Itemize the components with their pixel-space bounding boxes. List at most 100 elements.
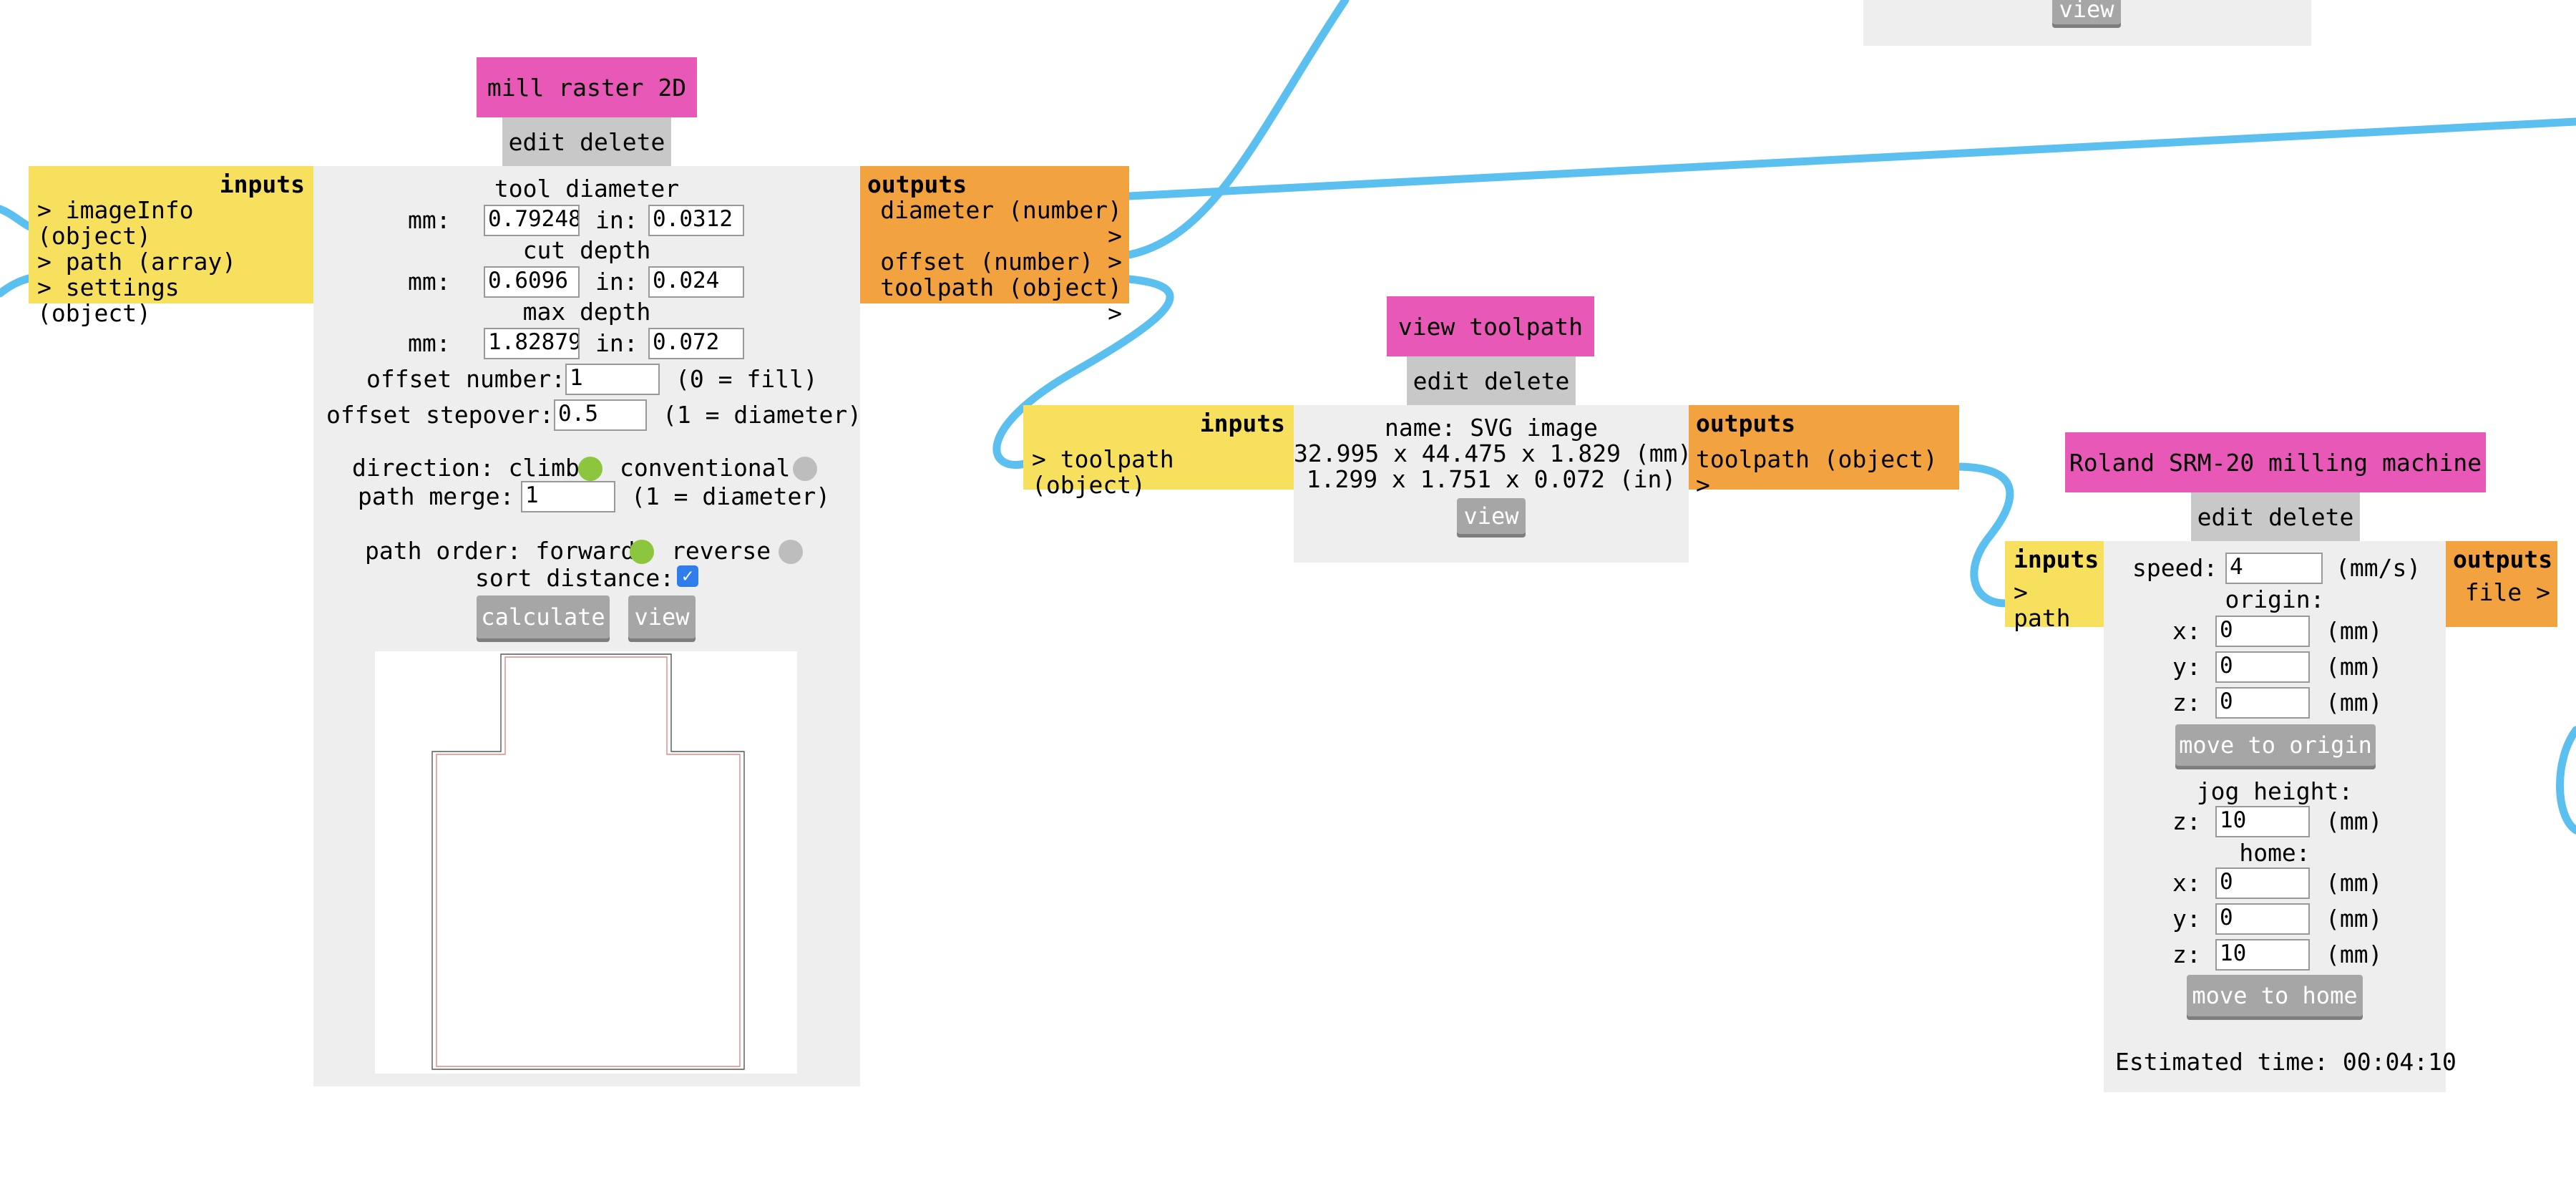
- direction-label: direction: climb: [352, 454, 580, 482]
- move-to-origin-button[interactable]: move to origin: [2175, 724, 2376, 766]
- conventional-radio[interactable]: [793, 457, 817, 481]
- top-view-button[interactable]: view: [2052, 0, 2121, 24]
- cut-depth-label: cut depth: [522, 236, 651, 264]
- wire-diameter-right: [1125, 117, 2576, 200]
- mill-outputs: outputs diameter (number) > offset (numb…: [860, 166, 1129, 326]
- wire-to-settings: [0, 273, 36, 298]
- cut-depth-mm-input[interactable]: 0.6096: [484, 266, 580, 298]
- home-y-unit: (mm): [2326, 905, 2383, 933]
- path-order-label: path order: forward: [365, 537, 635, 565]
- cut-depth-in-input[interactable]: 0.024: [648, 266, 744, 298]
- home-z-input[interactable]: 10: [2215, 939, 2310, 971]
- viewtp-output-toolpath[interactable]: toolpath (object) >: [1696, 445, 1938, 499]
- origin-x-input[interactable]: 0: [2215, 616, 2310, 647]
- forward-radio[interactable]: [630, 540, 654, 564]
- climb-radio[interactable]: [578, 457, 602, 481]
- viewtp-input-toolpath[interactable]: > toolpath (object): [1032, 445, 1174, 499]
- sort-distance-checkbox[interactable]: ✓: [677, 565, 698, 587]
- offset-stepover-input[interactable]: 0.5: [554, 399, 647, 431]
- reverse-radio[interactable]: [779, 540, 803, 564]
- max-depth-mm-input[interactable]: 1.82879: [484, 328, 580, 359]
- max-in-label: in:: [595, 329, 638, 357]
- viewtp-panel: name: SVG image 32.995 x 44.475 x 1.829 …: [1294, 405, 1692, 563]
- roland-inputs: inputs > path: [2005, 541, 2104, 631]
- conventional-label: conventional: [620, 454, 791, 482]
- max-mm-label: mm:: [408, 329, 451, 357]
- wire-file-out: [2556, 726, 2576, 835]
- roland-output-file[interactable]: file >: [2464, 578, 2550, 606]
- estimated-time: Estimated time: 00:04:10: [2115, 1048, 2457, 1076]
- mill-output-offset[interactable]: offset (number) >: [880, 248, 1122, 276]
- mill-panel: tool diameter mm: 0.79248 in: 0.0312 cut…: [313, 166, 862, 1086]
- viewtp-inputs-label: inputs: [1199, 409, 1285, 437]
- viewtp-in-line: 1.299 x 1.751 x 0.072 (in): [1306, 465, 1677, 493]
- mill-delete-button[interactable]: delete: [580, 127, 665, 156]
- mill-output-diameter[interactable]: diameter (number) >: [880, 196, 1122, 250]
- roland-title[interactable]: Roland SRM-20 milling machine: [2065, 432, 2486, 492]
- roland-inputs-label: inputs: [2014, 545, 2099, 573]
- move-to-home-button[interactable]: move to home: [2187, 975, 2363, 1016]
- jog-height-label: jog height:: [2196, 777, 2353, 805]
- wire-to-imageinfo: [0, 205, 36, 232]
- tool-diameter-mm-input[interactable]: 0.79248: [484, 205, 580, 236]
- origin-z-unit: (mm): [2326, 689, 2383, 716]
- viewtp-mm-line: 32.995 x 44.475 x 1.829 (mm): [1294, 439, 1692, 467]
- offset-stepover-label: offset stepover:: [326, 401, 554, 429]
- mill-inputs: inputs > imageInfo (object) > path (arra…: [29, 166, 313, 326]
- speed-unit: (mm/s): [2336, 554, 2421, 582]
- origin-x-label: x:: [2172, 617, 2201, 645]
- speed-label: speed:: [2132, 554, 2218, 582]
- tool-mm-label: mm:: [408, 206, 451, 234]
- roland-outputs: outputs file >: [2446, 541, 2557, 627]
- origin-z-input[interactable]: 0: [2215, 687, 2310, 719]
- toolpath-preview: [375, 651, 797, 1074]
- jog-z-unit: (mm): [2326, 807, 2383, 835]
- viewtp-name-line: name: SVG image: [1384, 414, 1598, 442]
- home-y-input[interactable]: 0: [2215, 903, 2310, 935]
- tool-diameter-in-input[interactable]: 0.0312: [648, 205, 744, 236]
- calculate-button[interactable]: calculate: [477, 595, 610, 638]
- toolpath-outline: [431, 653, 745, 1070]
- origin-y-unit: (mm): [2326, 653, 2383, 681]
- home-label: home:: [2239, 839, 2311, 867]
- viewtp-title[interactable]: view toolpath: [1387, 296, 1594, 356]
- path-merge-label: path merge:: [358, 482, 514, 510]
- viewtp-view-button[interactable]: view: [1457, 498, 1526, 534]
- roland-edit-bar: edit delete: [2191, 492, 2360, 541]
- path-merge-input[interactable]: 1: [521, 481, 615, 512]
- cut-in-label: in:: [595, 268, 638, 296]
- speed-input[interactable]: 4: [2225, 553, 2323, 584]
- viewtp-inputs: inputs > toolpath (object): [1023, 405, 1294, 498]
- origin-y-label: y:: [2172, 653, 2201, 681]
- roland-edit-button[interactable]: edit: [2197, 502, 2255, 531]
- wire-toolpath-to-view: [992, 275, 1174, 469]
- offset-stepover-note: (1 = diameter): [663, 401, 862, 429]
- viewtp-edit-button[interactable]: edit: [1413, 366, 1470, 395]
- roland-delete-button[interactable]: delete: [2268, 502, 2354, 531]
- viewtp-delete-button[interactable]: delete: [1484, 366, 1570, 395]
- offset-number-input[interactable]: 1: [565, 364, 660, 395]
- mill-input-settings[interactable]: > settings (object): [37, 273, 180, 327]
- mill-edit-bar: edit delete: [502, 117, 671, 166]
- mill-input-imageinfo[interactable]: > imageInfo (object): [37, 196, 194, 250]
- home-y-label: y:: [2172, 905, 2201, 933]
- viewtp-outputs-label: outputs: [1696, 409, 1796, 437]
- mill-input-path[interactable]: > path (array): [37, 248, 237, 276]
- home-z-label: z:: [2172, 940, 2201, 968]
- offset-number-note: (0 = fill): [675, 365, 818, 393]
- mill-view-button[interactable]: view: [628, 595, 696, 638]
- sort-distance-label: sort distance:: [475, 564, 675, 592]
- jog-z-input[interactable]: 10: [2215, 806, 2310, 837]
- mill-output-toolpath[interactable]: toolpath (object) >: [880, 273, 1122, 327]
- wire-view-to-roland: [1952, 462, 2016, 608]
- path-merge-note: (1 = diameter): [631, 482, 831, 510]
- origin-y-input[interactable]: 0: [2215, 651, 2310, 683]
- wire-offset-up: [1125, 0, 1350, 259]
- max-depth-in-input[interactable]: 0.072: [648, 328, 744, 359]
- home-x-input[interactable]: 0: [2215, 867, 2310, 899]
- mill-edit-button[interactable]: edit: [508, 127, 566, 156]
- roland-input-path[interactable]: > path: [2014, 578, 2071, 632]
- mill-outputs-label: outputs: [867, 170, 967, 198]
- mill-title[interactable]: mill raster 2D: [477, 57, 697, 117]
